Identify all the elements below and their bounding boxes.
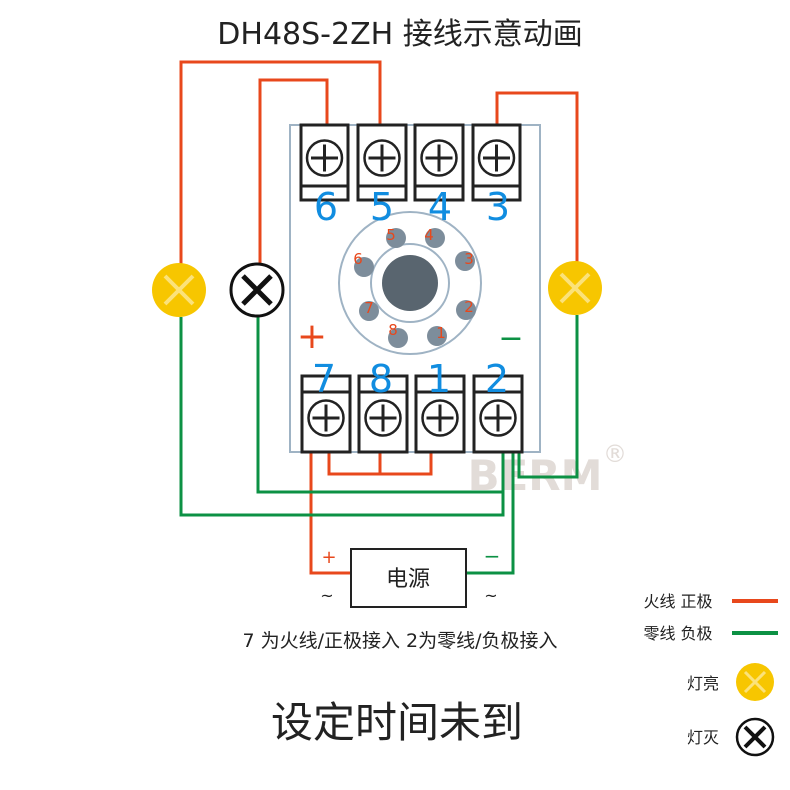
terminal-labels: 6 5 4 3 7 8 1 2	[312, 185, 510, 401]
octal-socket	[338, 211, 482, 355]
socket-pin-5: 5	[386, 226, 396, 244]
status-text: 设定时间未到	[271, 698, 523, 747]
legend-lamp-on-label: 灯亮	[687, 674, 719, 693]
power-supply-box	[350, 548, 467, 608]
bottom-terminal-block	[300, 374, 524, 454]
legend-lamp-off-label: 灯灭	[687, 728, 719, 747]
ac-left: ~	[320, 586, 333, 605]
socket-pin-8: 8	[388, 321, 398, 339]
socket-pin-3: 3	[464, 250, 474, 268]
socket-pin-4: 4	[424, 226, 434, 244]
legend-live-label: 火线 正极	[643, 592, 712, 611]
legend-neutral-label: 零线 负极	[643, 624, 712, 643]
terminal-label-5: 5	[370, 185, 394, 229]
terminal-label-1: 1	[427, 357, 451, 401]
title: DH48S-2ZH 接线示意动画	[217, 17, 582, 52]
neutral-wires	[179, 315, 579, 575]
power-plus: +	[321, 547, 336, 568]
caption: 7 为火线/正极接入 2为零线/负极接入	[242, 630, 557, 652]
socket-pin-1: 1	[436, 324, 446, 342]
socket-pin-2: 2	[464, 298, 474, 316]
plus-sign: +	[297, 316, 327, 357]
terminal-label-2: 2	[485, 357, 509, 401]
lamp-middle-off	[229, 262, 285, 318]
terminal-label-8: 8	[369, 357, 393, 401]
socket-pin-6: 6	[353, 250, 363, 268]
socket-pin-7: 7	[364, 299, 374, 317]
lamp-left-on	[152, 263, 206, 317]
terminal-label-7: 7	[312, 357, 336, 401]
power-minus: −	[484, 544, 501, 568]
terminal-label-3: 3	[486, 185, 510, 229]
registered-mark: ®	[603, 440, 627, 468]
power-supply-label: 电源	[386, 567, 430, 592]
live-wires	[179, 60, 579, 575]
lamp-right-on	[548, 261, 602, 315]
ac-right: ~	[484, 586, 497, 605]
terminal-label-4: 4	[428, 185, 452, 229]
terminal-label-6: 6	[314, 185, 338, 229]
top-terminal-block	[299, 123, 522, 202]
minus-sign: −	[498, 321, 523, 356]
legend: 火线 正极 零线 负极 灯亮 灯灭	[643, 592, 778, 757]
